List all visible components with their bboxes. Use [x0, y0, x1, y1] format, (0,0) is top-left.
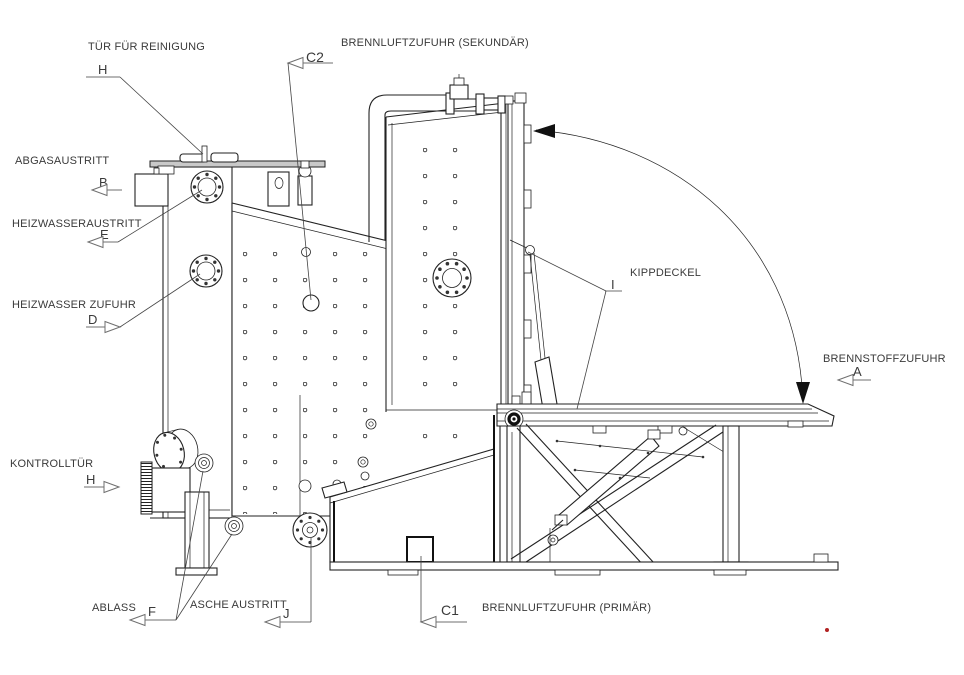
annotation-heating-water-outlet: HEIZWASSERAUSTRITT E	[12, 189, 203, 249]
datum-letter-h-bottom: H	[86, 472, 95, 487]
annotation-heating-water-inlet: HEIZWASSER ZUFUHR D	[12, 273, 201, 334]
arc-arrowhead-left	[533, 124, 555, 138]
datum-letter-j: J	[283, 606, 290, 621]
tower-manhole-flange	[432, 258, 472, 298]
datum-letter-i: I	[611, 277, 615, 292]
annotation-tilting-lid: KIPPDECKEL I	[527, 251, 701, 410]
right-support-leg	[713, 425, 749, 571]
cleaning-door-pin	[201, 145, 208, 163]
datum-letter-c1: C1	[441, 602, 459, 618]
heating-water-inlet-flange	[189, 254, 223, 288]
tilting-lid	[504, 92, 532, 405]
base-frame	[329, 553, 839, 576]
label-secondary-air: BRENNLUFTZUFUHR (SEKUNDÄR)	[341, 37, 529, 49]
label-fuel-feed: BRENNSTOFFZUFUHR	[823, 353, 946, 365]
datum-letter-c2: C2	[306, 49, 324, 65]
annotation-drain: ABLASS F	[92, 470, 233, 627]
datum-letter-d: D	[88, 312, 97, 327]
primary-air-duct	[321, 415, 501, 563]
datum-letter-e: E	[100, 227, 109, 242]
lid-swing-arc	[533, 124, 810, 404]
datum-letter-b: B	[99, 175, 108, 190]
fuel-feed-table	[496, 403, 835, 434]
label-ash-outlet: ASCHE AUSTRITT	[190, 599, 287, 611]
annotation-primary-air: C1 BRENNLUFTZUFUHR (PRIMÄR)	[419, 556, 651, 629]
door-seal-plate	[140, 461, 153, 515]
annotation-control-door: KONTROLLTÜR H	[10, 458, 121, 494]
ash-outlet-flange	[292, 512, 328, 548]
red-reference-dot	[825, 628, 829, 632]
mid-panel	[231, 202, 389, 562]
datum-letter-f: F	[148, 604, 156, 619]
drain-valves	[194, 453, 244, 536]
annotation-flue-gas-outlet: ABGASAUSTRITT B	[15, 155, 122, 197]
annotation-fuel-feed: BRENNSTOFFZUFUHR A	[823, 353, 946, 387]
label-primary-air: BRENNLUFTZUFUHR (PRIMÄR)	[482, 602, 651, 614]
annotation-cleaning-door: TÜR FÜR REINIGUNG H	[86, 41, 205, 155]
lid-pivot-hinge	[504, 409, 524, 429]
label-flue-gas-outlet: ABGASAUSTRITT	[15, 155, 109, 167]
label-heating-water-outlet: HEIZWASSERAUSTRITT	[12, 218, 142, 230]
annotation-secondary-air: BRENNLUFTZUFUHR (SEKUNDÄR) C2	[286, 37, 529, 301]
lid-cylinder	[509, 239, 558, 413]
air-valve-body	[449, 84, 469, 100]
label-tilting-lid: KIPPDECKEL	[630, 267, 701, 279]
datum-letter-a: A	[853, 364, 862, 379]
label-heating-water-inlet: HEIZWASSER ZUFUHR	[12, 299, 136, 311]
control-door	[140, 428, 199, 515]
datum-letter-h-top: H	[98, 62, 107, 77]
slope-fittings	[267, 160, 313, 207]
annotation-ash-outlet: ASCHE AUSTRITT J	[190, 538, 312, 629]
label-control-door: KONTROLLTÜR	[10, 458, 93, 470]
secondary-air-pipe	[368, 74, 506, 242]
label-cleaning-door: TÜR FÜR REINIGUNG	[88, 41, 205, 53]
label-drain: ABLASS	[92, 602, 136, 614]
boiler-top-plate	[149, 145, 326, 168]
support-frame	[506, 423, 738, 568]
flue-gas-outlet-duct	[134, 165, 175, 207]
arc-arrowhead-down	[796, 382, 810, 404]
tilt-cylinder	[558, 435, 660, 526]
heating-water-outlet-flange	[190, 170, 224, 204]
primary-air-connection-box	[406, 536, 434, 563]
